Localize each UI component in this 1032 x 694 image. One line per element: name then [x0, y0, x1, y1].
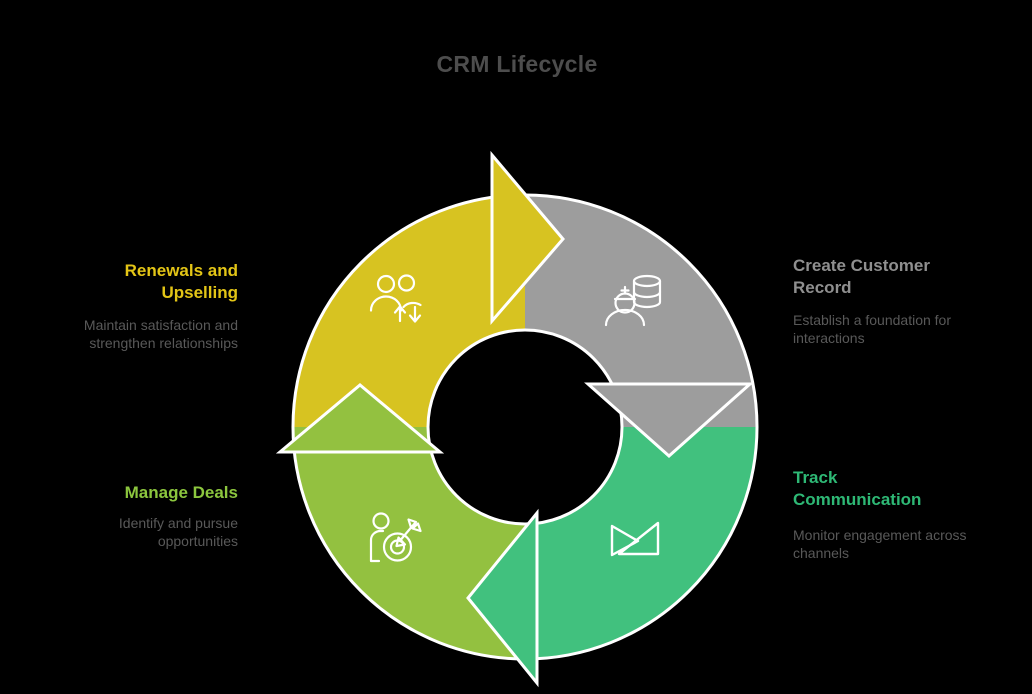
person-database-icon	[604, 274, 662, 327]
segment-label-renewals: Renewals and Upselling	[124, 261, 238, 302]
dart-fletching	[407, 518, 422, 533]
segment-create-record-arrowhead	[584, 382, 754, 459]
cycle-sectors	[293, 195, 757, 659]
person-target-icon	[369, 512, 422, 563]
person-shoulders	[604, 308, 646, 327]
person-front-shoulders	[369, 295, 403, 312]
segment-description-create-record: Establish a foundation for interactions	[793, 312, 951, 346]
dart-shaft	[399, 525, 413, 541]
mail-body-triangle	[617, 521, 660, 556]
segment-create-record-arc	[525, 195, 757, 427]
segment-manage-deals-arc	[293, 427, 525, 659]
segment-renewals-arc	[293, 195, 525, 427]
page-title: CRM Lifecycle	[436, 51, 598, 77]
person-back-head	[397, 274, 416, 292]
segment-label-manage-deals: Manage Deals	[124, 483, 238, 502]
mail-triangles-icon	[610, 521, 660, 557]
segment-manage-deals-arrowhead	[275, 383, 445, 454]
person-back-shoulders	[402, 301, 422, 309]
segment-track-communication-arc	[525, 427, 757, 659]
people-upsell-icon	[369, 274, 422, 323]
person-front-head	[376, 274, 396, 294]
segment-renewals-arrowhead	[490, 150, 565, 326]
person-body	[369, 529, 385, 563]
segment-description-manage-deals: Identify and pursue opportunities	[118, 515, 238, 549]
cycle-arrowheads	[275, 150, 754, 688]
arrow-down-glyph	[408, 305, 422, 323]
target-outer-ring	[382, 532, 413, 562]
database-middle-ring	[632, 290, 662, 299]
person-plus-mark	[620, 285, 630, 295]
segment-description-renewals: Maintain satisfaction and strengthen rel…	[83, 317, 238, 351]
segment-label-track-communication: Track Communication	[793, 468, 922, 509]
arrow-up-glyph	[393, 305, 407, 323]
inner-ring-outline	[426, 328, 624, 526]
segment-track-communication-arrowhead	[466, 508, 539, 688]
segment-label-create-record: Create Customer Record	[793, 256, 930, 297]
segment-description-track-communication: Monitor engagement across channels	[793, 527, 967, 561]
person-head	[372, 512, 390, 530]
dart-tip	[395, 536, 407, 548]
